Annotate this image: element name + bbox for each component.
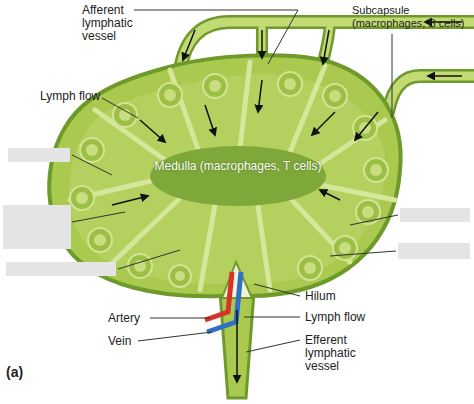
artery: [205, 272, 232, 320]
flow-label: Lymph flow: [305, 311, 375, 324]
leader-lines: [72, 10, 398, 352]
medulla: [150, 146, 326, 206]
node-capsule: [49, 55, 400, 296]
vein: [207, 272, 241, 332]
flow-label: Lymph flow: [40, 90, 102, 103]
part-label: Efferent lymphatic vessel: [305, 334, 367, 373]
part-label: Afferent lymphatic vessel: [82, 4, 140, 43]
figure-label: (a): [6, 366, 36, 379]
trabeculae: [70, 62, 395, 290]
region-label: Medulla (macrophages, T cells): [150, 160, 326, 173]
part-label: Vein: [108, 335, 140, 348]
blank-label-box: [3, 148, 470, 276]
cortex: [69, 74, 385, 284]
part-label: Artery: [108, 312, 152, 325]
flow-arrows: [112, 22, 462, 382]
part-label: Hilum: [305, 290, 365, 303]
part-label: Subcapsule (macrophages, B cells): [352, 4, 472, 30]
